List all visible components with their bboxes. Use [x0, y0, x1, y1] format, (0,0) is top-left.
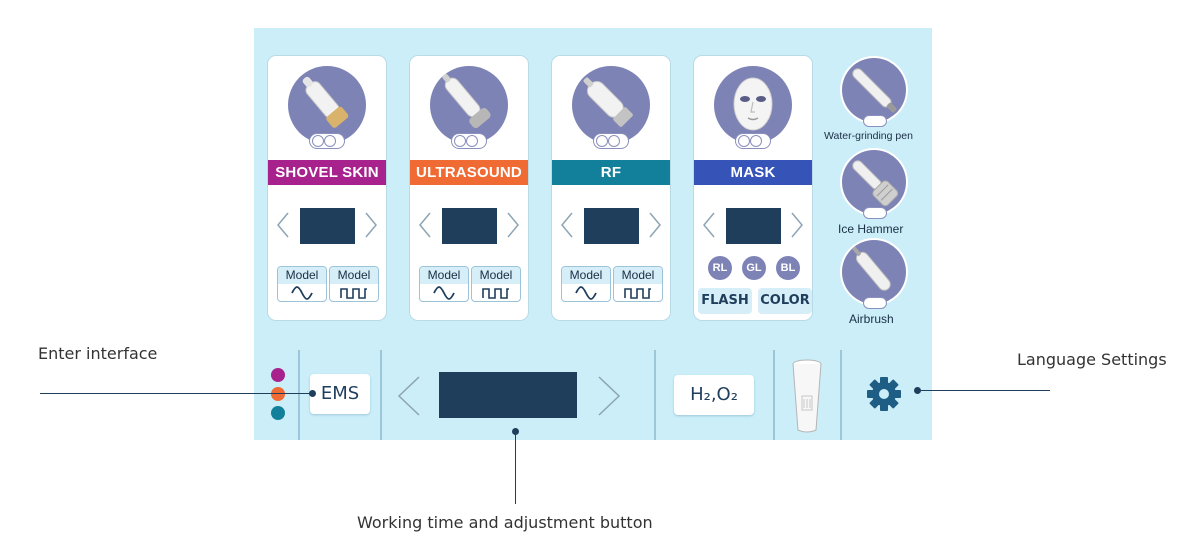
rf-model-square-button[interactable]: Model: [613, 266, 663, 302]
water-grinding-pen-label: Water-grinding pen: [824, 130, 913, 142]
mask-decrease-button[interactable]: [702, 211, 716, 239]
mask-label[interactable]: MASK: [694, 160, 812, 185]
face-mask-icon[interactable]: [714, 66, 792, 144]
mask-red-light-button[interactable]: RL: [708, 256, 732, 280]
working-time-display: [439, 372, 577, 418]
airbrush-icon: [842, 240, 906, 304]
h2o2-button[interactable]: H₂,O₂: [674, 375, 754, 415]
rf-model-sine-button[interactable]: Model: [561, 266, 611, 302]
working-time-leader-line: [515, 432, 516, 504]
mode-card-ultrasound: ULTRASOUND Model Model: [410, 56, 528, 320]
divider: [380, 350, 382, 440]
airbrush-toggle[interactable]: [864, 298, 886, 308]
shovel-skin-increase-button[interactable]: [364, 211, 378, 239]
square-wave-icon: [614, 285, 662, 301]
rf-probe-icon[interactable]: [572, 66, 650, 144]
shovel-skin-model-square-button[interactable]: Model: [329, 266, 379, 302]
mask-flash-button[interactable]: FLASH: [698, 288, 752, 314]
device-screen: SHOVEL SKIN Model Model ULTRASOUND Model…: [254, 28, 932, 440]
mask-green-light-button[interactable]: GL: [742, 256, 766, 280]
working-time-annotation: Working time and adjustment button: [357, 513, 653, 532]
bottom-bar: EMS H₂,O₂: [254, 350, 932, 440]
mode-card-rf: RF Model Model: [552, 56, 670, 320]
side-tool-ice-hammer[interactable]: Ice Hammer: [838, 150, 910, 242]
water-grinding-pen-toggle[interactable]: [864, 116, 886, 126]
gear-icon[interactable]: [866, 376, 902, 412]
divider: [298, 350, 300, 440]
working-time-increase-button[interactable]: [596, 375, 622, 417]
ultrasound-model-square-button[interactable]: Model: [471, 266, 521, 302]
shovel-skin-probe-icon[interactable]: [288, 66, 366, 144]
mode-indicator-dot-teal: [271, 406, 285, 420]
ems-button[interactable]: EMS: [310, 374, 370, 414]
rf-value-display: [584, 208, 639, 244]
sine-wave-icon: [278, 285, 326, 301]
mask-increase-button[interactable]: [790, 211, 804, 239]
ultrasound-model-sine-button[interactable]: Model: [419, 266, 469, 302]
divider: [654, 350, 656, 440]
ultrasound-toggle[interactable]: [452, 134, 486, 148]
enter-interface-leader-line: [40, 393, 313, 394]
sine-wave-icon: [420, 285, 468, 301]
mask-color-button[interactable]: COLOR: [758, 288, 812, 314]
ice-hammer-toggle[interactable]: [864, 208, 886, 218]
rf-label[interactable]: RF: [552, 160, 670, 185]
shovel-skin-model-sine-button[interactable]: Model: [277, 266, 327, 302]
mask-blue-light-button[interactable]: BL: [776, 256, 800, 280]
square-wave-icon: [472, 285, 520, 301]
mode-card-shovel-skin: SHOVEL SKIN Model Model: [268, 56, 386, 320]
mode-card-mask: MASK RL GL BL FLASH COLOR: [694, 56, 812, 320]
mode-indicator-dot-orange: [271, 387, 285, 401]
mask-value-display: [726, 208, 781, 244]
working-time-decrease-button[interactable]: [396, 375, 422, 417]
enter-interface-pin: [309, 390, 316, 397]
ultrasound-decrease-button[interactable]: [418, 211, 432, 239]
shovel-skin-decrease-button[interactable]: [276, 211, 290, 239]
shovel-skin-value-display: [300, 208, 355, 244]
ultrasound-value-display: [442, 208, 497, 244]
shovel-skin-toggle[interactable]: [310, 134, 344, 148]
divider: [773, 350, 775, 440]
language-settings-annotation: Language Settings: [1017, 350, 1167, 369]
airbrush-label: Airbrush: [849, 312, 894, 326]
ice-hammer-icon: [842, 150, 906, 214]
enter-interface-annotation: Enter interface: [38, 344, 158, 363]
ultrasound-label[interactable]: ULTRASOUND: [410, 160, 528, 185]
sine-wave-icon: [562, 285, 610, 301]
ultrasound-increase-button[interactable]: [506, 211, 520, 239]
shovel-skin-label[interactable]: SHOVEL SKIN: [268, 160, 386, 185]
mask-toggle[interactable]: [736, 134, 770, 148]
ice-hammer-label: Ice Hammer: [838, 222, 904, 236]
side-tool-water-grinding-pen[interactable]: Water-grinding pen: [824, 58, 913, 150]
mode-indicator-dot-magenta: [271, 368, 285, 382]
rf-increase-button[interactable]: [648, 211, 662, 239]
divider: [840, 350, 842, 440]
water-grinding-pen-icon: [842, 58, 906, 122]
side-tool-airbrush[interactable]: Airbrush: [838, 240, 910, 332]
water-cup-icon[interactable]: [791, 358, 823, 434]
rf-toggle[interactable]: [594, 134, 628, 148]
language-settings-leader-line: [918, 390, 1050, 391]
ultrasound-probe-icon[interactable]: [430, 66, 508, 144]
rf-decrease-button[interactable]: [560, 211, 574, 239]
square-wave-icon: [330, 285, 378, 301]
working-time-pin: [512, 428, 519, 435]
language-settings-pin: [914, 387, 921, 394]
